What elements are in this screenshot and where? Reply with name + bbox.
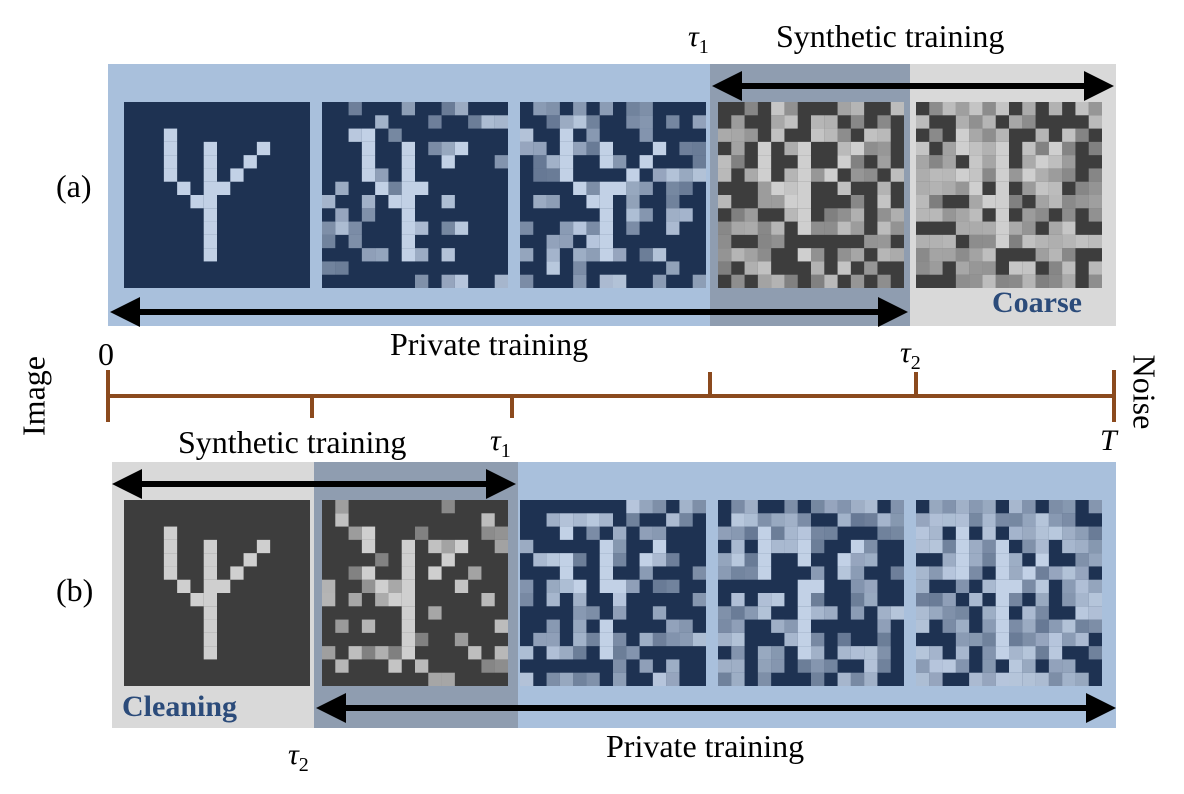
tau-symbol: τ bbox=[490, 424, 501, 457]
tau-symbol: τ bbox=[688, 20, 699, 53]
tau-index: 1 bbox=[698, 36, 709, 58]
cleaning-badge: Cleaning bbox=[122, 690, 238, 723]
panel-b-synthetic-label: Synthetic training bbox=[178, 424, 407, 460]
panel-b-private-label: Private training bbox=[606, 728, 805, 764]
digit-tile-heavy-noise-a bbox=[718, 102, 904, 288]
tau-symbol: τ bbox=[288, 738, 299, 771]
digit-tile-clean-a bbox=[124, 102, 310, 288]
tau-symbol: τ bbox=[900, 336, 911, 369]
panel-a-label: (a) bbox=[56, 168, 92, 204]
timeline-t-label: T bbox=[1100, 424, 1117, 457]
digit-tile-clean-b bbox=[124, 500, 310, 686]
noise-end-label: Noise bbox=[1126, 354, 1163, 430]
panel-b-label: (b) bbox=[56, 572, 94, 608]
panel-b-tiles bbox=[124, 500, 1102, 686]
digit-tile-medium-noise-a bbox=[520, 102, 706, 288]
digit-tile-light-noise-a bbox=[322, 102, 508, 288]
panel-a-synthetic-label: Synthetic training bbox=[776, 18, 1005, 54]
coarse-badge: Coarse bbox=[992, 286, 1082, 319]
panel-b-tau1-label: τ1 bbox=[490, 424, 511, 463]
tau-index: 2 bbox=[910, 352, 921, 374]
panel-b-tau2-label: τ2 bbox=[288, 738, 309, 777]
panel-a-tiles bbox=[124, 102, 1102, 288]
timeline-zero-label: 0 bbox=[98, 336, 114, 372]
digit-tile-heavy-noise-b bbox=[718, 500, 904, 686]
panel-a-tau1-label: τ1 bbox=[688, 20, 709, 59]
tau-index: 1 bbox=[500, 440, 511, 462]
digit-tile-pure-noise-b bbox=[916, 500, 1102, 686]
digit-tile-pure-noise-a bbox=[916, 102, 1102, 288]
panel-a-tau2-label: τ2 bbox=[900, 336, 921, 375]
digit-tile-light-noise-b bbox=[322, 500, 508, 686]
image-end-label: Image bbox=[15, 356, 52, 436]
digit-tile-medium-noise-b bbox=[520, 500, 706, 686]
panel-a-private-label: Private training bbox=[390, 326, 589, 362]
tau-index: 2 bbox=[298, 754, 309, 776]
